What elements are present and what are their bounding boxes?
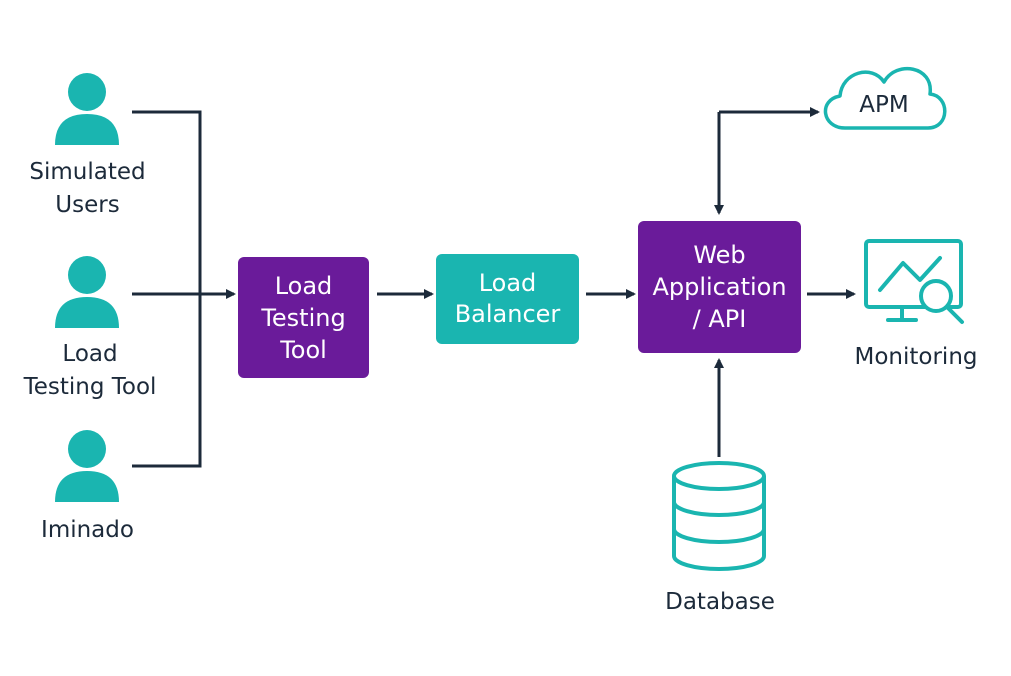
apm-label: APM [859,92,909,118]
user-icon [55,73,119,145]
load-balancer-node[interactable]: Load Balancer [436,254,579,344]
database-label: Database [665,589,775,615]
database-icon [672,461,766,571]
cloud-icon [823,66,947,130]
monitoring-label: Monitoring [854,344,978,370]
user-label-simulated-users: Simulated Users [29,159,146,218]
web-application-node[interactable]: Web Application / API [638,221,801,353]
user-label-load-testing-tool: Load Testing Tool [23,341,157,400]
user-label-iminado: Iminado [41,517,134,543]
load-testing-tool-node[interactable]: Load Testing Tool [238,257,369,378]
user-connectors [132,110,202,468]
monitor-search-icon [864,239,964,324]
user-icon [55,430,119,502]
user-icon [55,256,119,328]
